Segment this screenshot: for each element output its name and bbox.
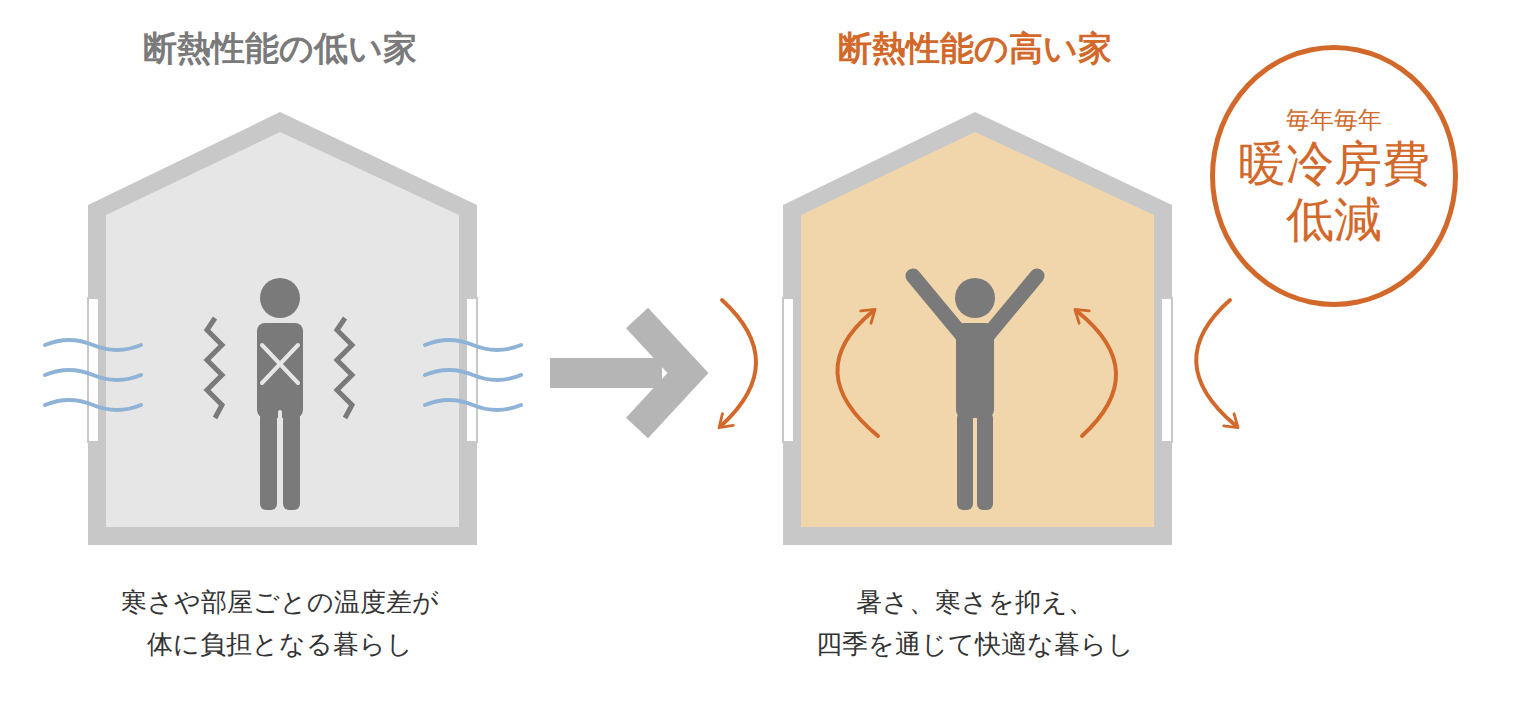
house-title: 断熱性能の低い家 <box>40 28 520 69</box>
callout-circle: 毎年毎年暖冷房費 低減 <box>1210 45 1458 307</box>
callout-text: 暖冷房費 低減 <box>1232 136 1437 246</box>
house-panel: 断熱性能の低い家寒さや部屋ごとの温度差が 体に負担となる暮らし <box>40 28 520 688</box>
flow-arrow <box>550 318 688 428</box>
house-caption: 寒さや部屋ごとの温度差が 体に負担となる暮らし <box>110 582 450 665</box>
house-caption: 暑さ、寒さを抑え、 四季を通じて快適な暮らし <box>805 582 1145 665</box>
house-panel: 断熱性能の高い家暑さ、寒さを抑え、 四季を通じて快適な暮らし <box>700 28 1250 688</box>
house-title: 断熱性能の高い家 <box>700 28 1250 69</box>
callout-subtitle: 毎年毎年 <box>1286 105 1382 136</box>
